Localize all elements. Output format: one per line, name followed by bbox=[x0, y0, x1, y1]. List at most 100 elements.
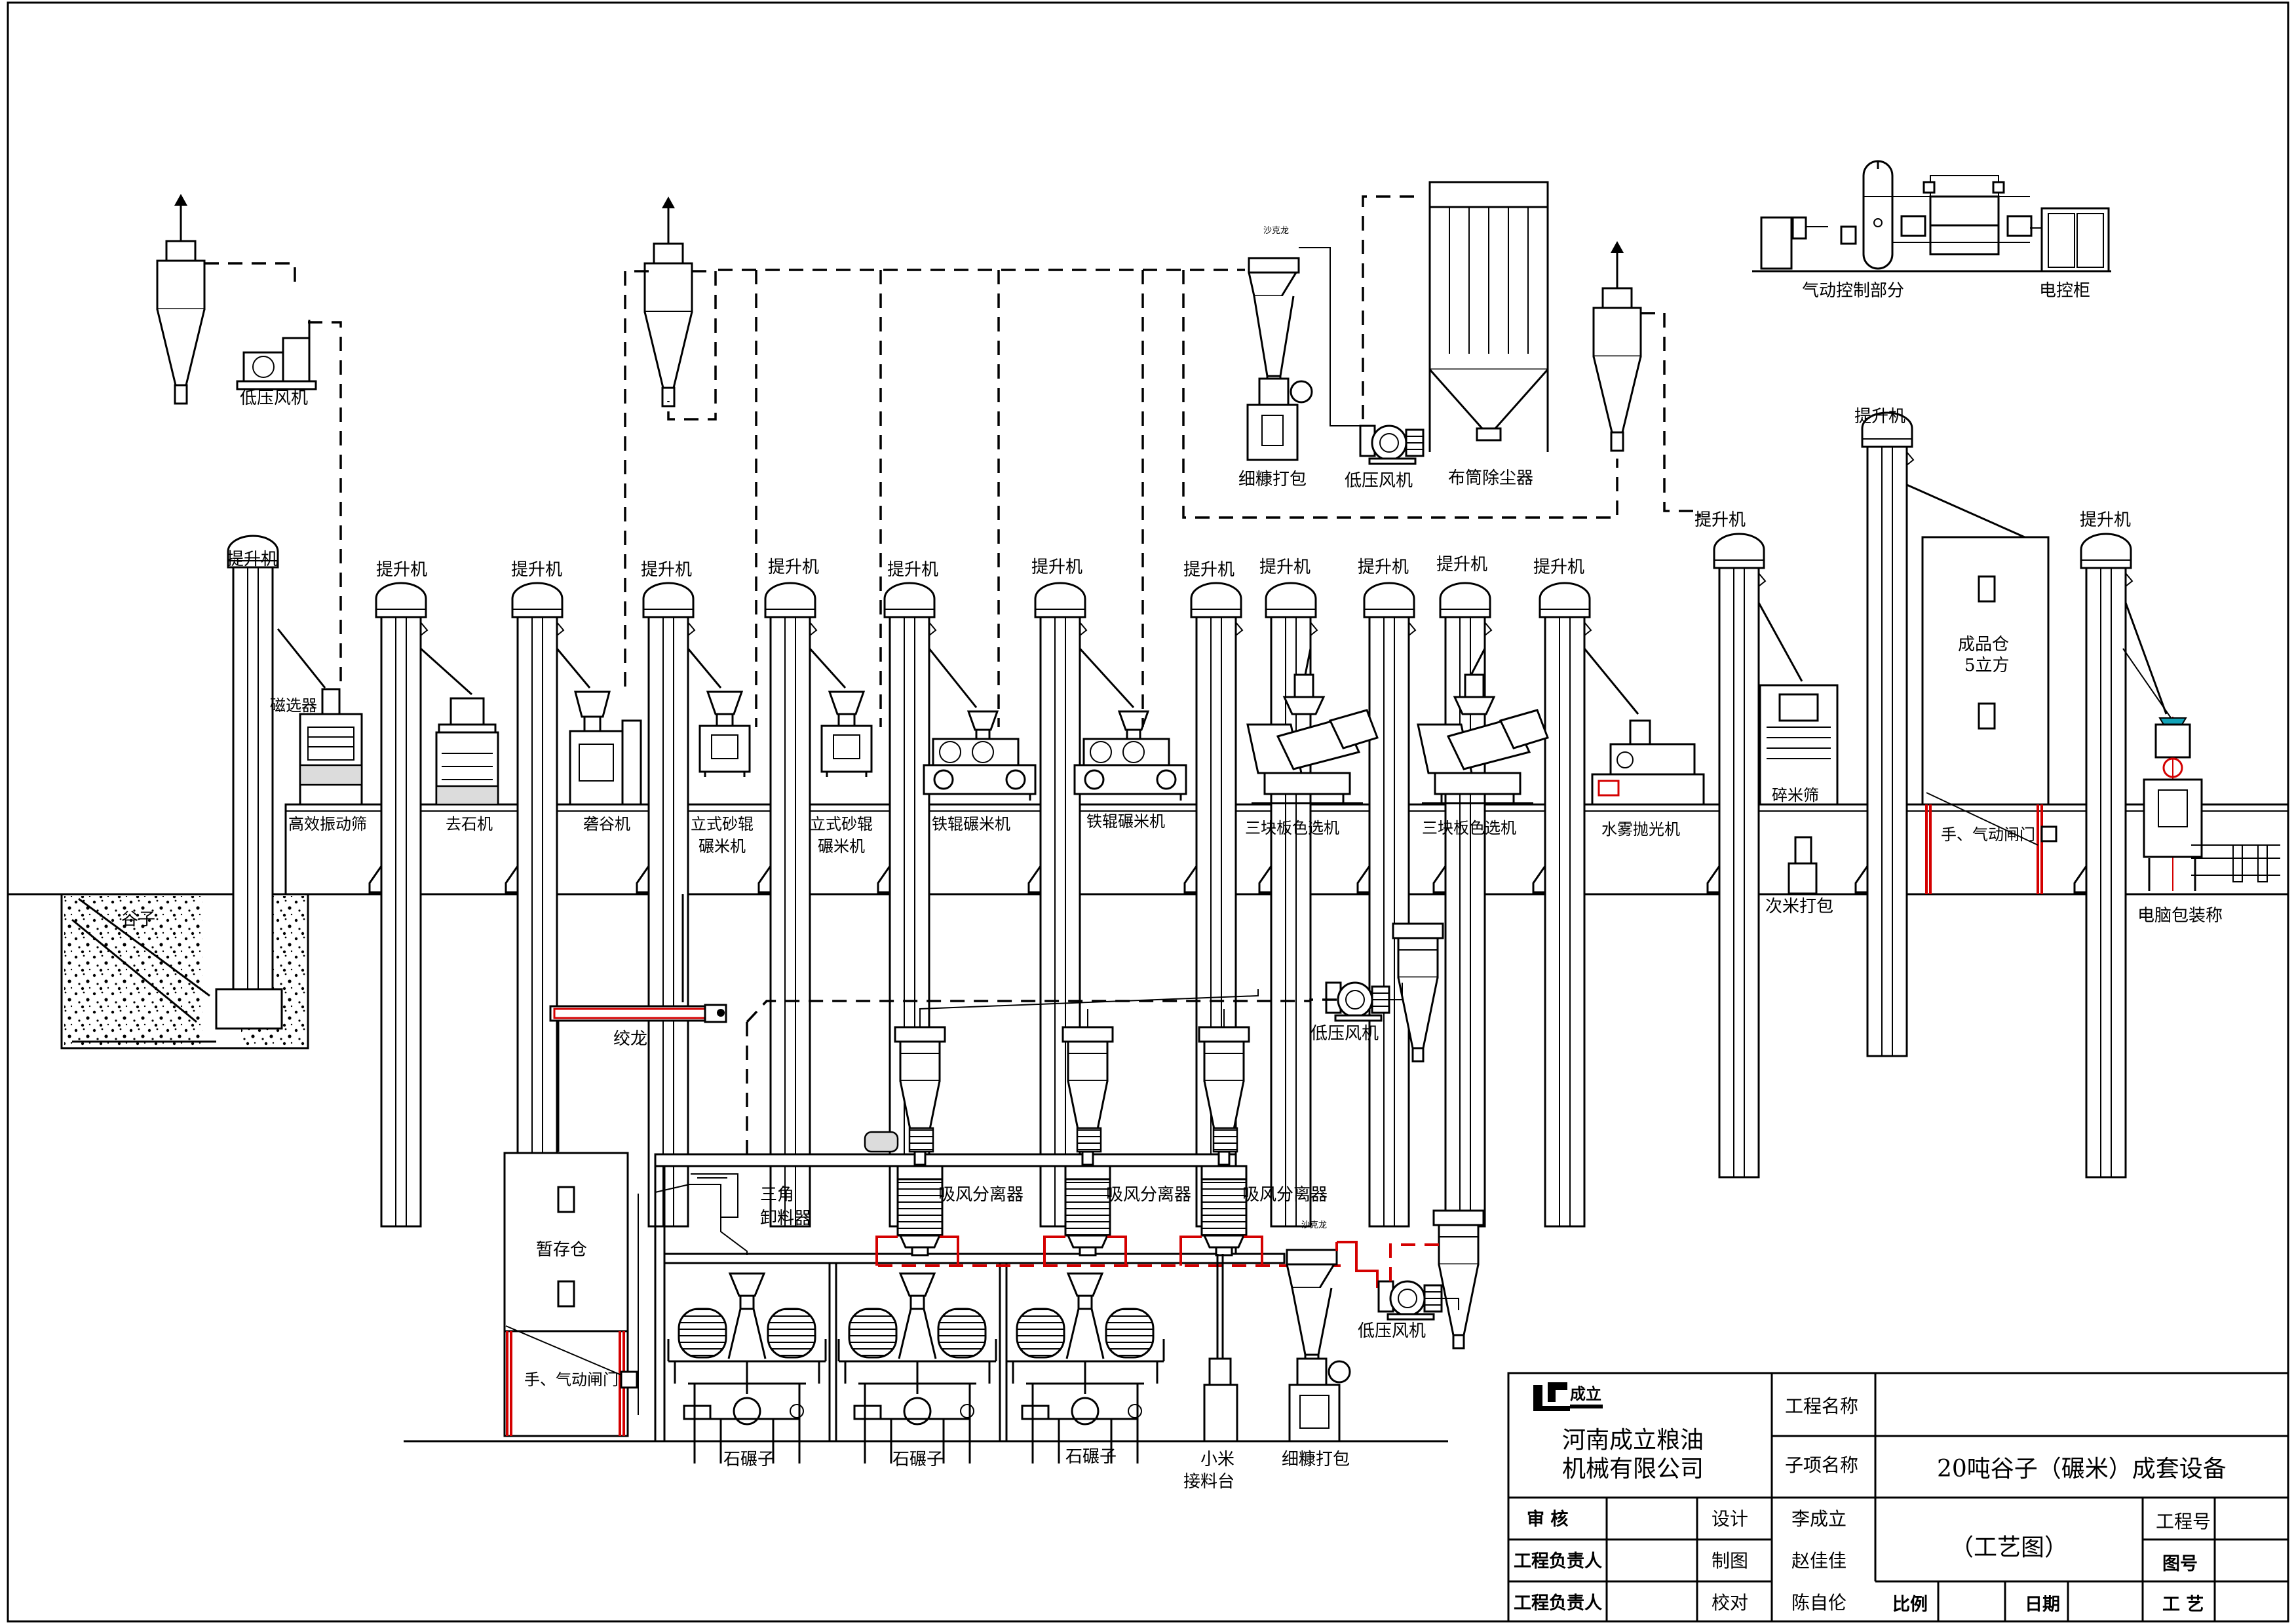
auger: 绞龙 bbox=[549, 894, 727, 1152]
elevator-label-7: 提升机 bbox=[1031, 557, 1082, 577]
iron-roller-mill-label-1: 铁辊碾米机 bbox=[932, 815, 1010, 833]
temp-bin: 暂存仓 手、气动闸门 bbox=[503, 1152, 638, 1437]
magnetic-separator-and-screen: 磁选器 bbox=[270, 688, 363, 806]
stone-mill-label-3: 石碾子 bbox=[1065, 1447, 1117, 1467]
elevator-label-5: 提升机 bbox=[768, 557, 819, 577]
engineer-label-1: 工程负责人 bbox=[1514, 1551, 1602, 1572]
design-label: 设计 bbox=[1712, 1508, 1748, 1530]
suction-separators: 吸风分离器 吸风分离器 吸风分离器 bbox=[875, 1165, 1350, 1267]
title-block bbox=[1507, 1372, 2289, 1623]
grain-pit: 谷子 bbox=[60, 894, 309, 1049]
fan-label-4: 低压风机 bbox=[1311, 1024, 1379, 1044]
water-mist-polisher-label: 水雾抛光机 bbox=[1601, 820, 1680, 839]
elevator-15 bbox=[2080, 533, 2133, 1179]
pneumatic-control-label: 气动控制部分 bbox=[1802, 281, 1904, 301]
stone-mill-3 bbox=[1005, 1272, 1165, 1465]
stone-mill-labels: 石碾子 石碾子 石碾子 bbox=[723, 1447, 1117, 1469]
check-name: 陈自伦 bbox=[1791, 1592, 1846, 1614]
suction-separator-label-1: 吸风分离器 bbox=[938, 1185, 1024, 1205]
second-grade-packing-label: 次米打包 bbox=[1765, 897, 1833, 916]
dust-cyclone-1: 低压风机 bbox=[156, 193, 342, 688]
fan-4-upper-lower: 低压风机 bbox=[1309, 922, 1444, 1063]
project-name-label: 工程名称 bbox=[1785, 1395, 1858, 1417]
top-cyclones bbox=[746, 989, 1311, 1166]
elevator-12 bbox=[1539, 582, 1592, 1228]
broken-rice-screen-label: 碎米筛 bbox=[1772, 786, 1819, 804]
elevator-label-11: 提升机 bbox=[1436, 555, 1487, 575]
elevator-label-2: 提升机 bbox=[376, 560, 427, 580]
draft-name: 赵佳佳 bbox=[1791, 1550, 1846, 1572]
date-label: 日期 bbox=[2025, 1595, 2060, 1615]
project-no-label: 工程号 bbox=[2156, 1511, 2211, 1532]
machine-labels: 高效振动筛 去石机 砻谷机 立式砂辊 碾米机 立式砂辊 碾米机 铁辊碾米机 铁辊… bbox=[288, 786, 2223, 926]
title-block-text: 河南成立粮油 机械有限公司 工程名称 子项名称 20吨谷子（碾米）成套设备 审 … bbox=[1514, 1395, 2227, 1615]
iron-roller-mill-1 bbox=[923, 710, 1037, 802]
elevator-14 bbox=[1861, 411, 1915, 1057]
bag-filter: 布筒除尘器 bbox=[1428, 181, 1549, 488]
destoner-label: 去石机 bbox=[446, 815, 493, 833]
dust-cyclone-2 bbox=[624, 195, 1618, 727]
drawing-type: （工艺图） bbox=[1950, 1534, 2068, 1561]
color-sorter-label-2: 三块板色选机 bbox=[1422, 819, 1516, 837]
elevator-10 bbox=[1363, 582, 1417, 1228]
millet-receiving: 小米 接料台 bbox=[1183, 1254, 1238, 1492]
temp-bin-label: 暂存仓 bbox=[536, 1240, 587, 1260]
elevator-label-12: 提升机 bbox=[1533, 557, 1584, 577]
company-name-line-1: 河南成立粮油 bbox=[1562, 1427, 1704, 1454]
iron-roller-mill-2 bbox=[1073, 710, 1187, 802]
elevator-label-6: 提升机 bbox=[887, 560, 938, 580]
elevator-1: 提升机 bbox=[215, 535, 283, 1030]
elevator-4 bbox=[642, 582, 696, 1228]
control-cabinet: 电控柜 bbox=[2030, 207, 2110, 301]
check-label: 校对 bbox=[1712, 1592, 1748, 1614]
computer-packing-scale-label: 电脑包装称 bbox=[2137, 906, 2223, 926]
water-mist-polisher bbox=[1591, 719, 1705, 806]
scale-label: 比例 bbox=[1892, 1595, 1928, 1615]
vibrating-screen-label: 高效振动筛 bbox=[288, 815, 367, 833]
sheller bbox=[569, 690, 642, 806]
triangle-discharger-label-1: 三角 bbox=[760, 1185, 794, 1205]
stone-mill-label-2: 石碾子 bbox=[892, 1450, 944, 1469]
elevator-label-13: 提升机 bbox=[1694, 510, 1746, 530]
fine-bran-lower: 沙克龙 细糠打包 bbox=[1282, 1220, 1379, 1469]
stone-mill-label-1: 石碾子 bbox=[723, 1450, 775, 1469]
sub-item-value: 20吨谷子（碾米）成套设备 bbox=[1937, 1456, 2227, 1482]
fan-3-lower: 低压风机 bbox=[1358, 1209, 1485, 1350]
color-sorter-1 bbox=[1246, 673, 1379, 804]
vertical-emery-mill-label-1b: 碾米机 bbox=[698, 837, 746, 856]
color-sorter-2 bbox=[1417, 673, 1549, 804]
product-bin-gate-label: 手、气动闸门 bbox=[1941, 825, 2035, 844]
elevator-label-4: 提升机 bbox=[641, 560, 692, 580]
vertical-emery-mill-2 bbox=[820, 690, 873, 778]
elevator-13 bbox=[1713, 533, 1767, 1179]
magnetic-separator-label: 磁选器 bbox=[270, 696, 317, 715]
millet-receiving-label-1: 小米 bbox=[1200, 1450, 1234, 1469]
review-label: 审 核 bbox=[1527, 1509, 1568, 1530]
elevator-label-10: 提升机 bbox=[1358, 557, 1409, 577]
elevator-label-9: 提升机 bbox=[1259, 557, 1311, 577]
fan-label-3: 低压风机 bbox=[1358, 1321, 1426, 1341]
pneumatic-control: 气动控制部分 bbox=[1752, 160, 2111, 301]
grain-pit-label: 谷子 bbox=[121, 910, 155, 930]
logo-text: 成立 bbox=[1570, 1384, 1601, 1403]
fine-bran-packing-label-1: 细糠打包 bbox=[1238, 470, 1307, 489]
fine-bran-packing-label-2: 细糠打包 bbox=[1282, 1450, 1350, 1469]
control-cabinet-label: 电控柜 bbox=[2039, 281, 2090, 301]
elevator-label-3: 提升机 bbox=[511, 560, 562, 580]
product-bin-volume: 5立方 bbox=[1964, 656, 2010, 675]
auger-label: 绞龙 bbox=[613, 1029, 647, 1049]
computer-packing-scale bbox=[2122, 648, 2280, 891]
triangle-discharger: 三角 卸料器 bbox=[655, 1173, 811, 1255]
millet-receiving-label-2: 接料台 bbox=[1183, 1472, 1234, 1492]
sand-dragon-label-1: 沙克龙 bbox=[1263, 226, 1289, 236]
iron-roller-mill-label-2: 铁辊碾米机 bbox=[1086, 812, 1165, 831]
dust-cyclone-3 bbox=[1592, 240, 1701, 518]
drawing-frame bbox=[7, 1, 2289, 1623]
sand-dragon-label-2: 沙克龙 bbox=[1301, 1220, 1327, 1230]
destoner bbox=[435, 697, 499, 806]
color-sorter-label-1: 三块板色选机 bbox=[1245, 819, 1339, 837]
design-name: 李成立 bbox=[1791, 1508, 1846, 1530]
temp-bin-gate-label: 手、气动闸门 bbox=[524, 1370, 619, 1389]
elevator-2 bbox=[375, 582, 429, 1228]
elevator-chutes bbox=[277, 483, 2168, 715]
